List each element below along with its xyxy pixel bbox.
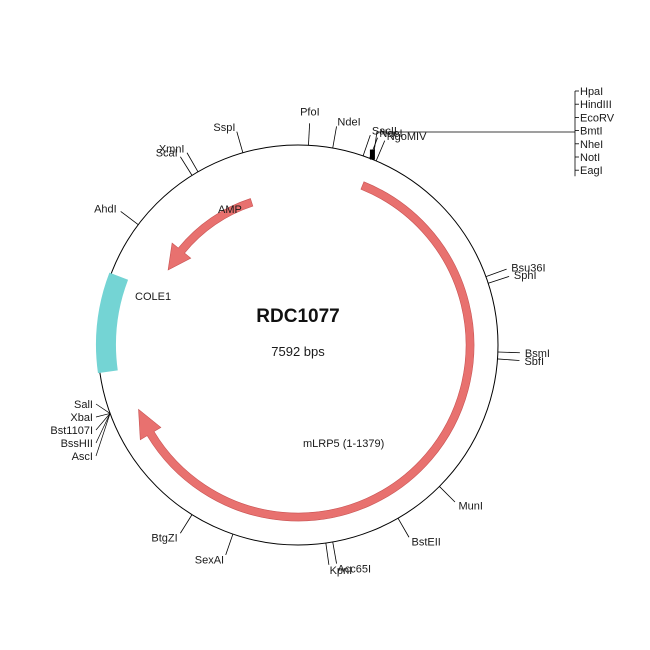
site-label-sexai: SexAI — [195, 555, 224, 567]
feature-label-mlrp5: mLRP5 (1-1379) — [303, 438, 384, 450]
site-label-kpni: KpnI — [330, 565, 353, 577]
cluster-left-line — [95, 403, 111, 414]
cluster-right-label: HindIII — [580, 99, 612, 111]
feature-label-amp: AMP — [218, 204, 242, 216]
site-label-sbfi: SbfI — [524, 356, 544, 368]
cluster-right-marker — [369, 149, 375, 160]
cluster-left-label: SalI — [74, 399, 93, 411]
site-tick-bsteii — [397, 518, 410, 538]
site-tick-saci — [362, 134, 371, 157]
site-label-ndei: NdeI — [337, 116, 360, 128]
feature-mlrp5 — [138, 181, 475, 522]
feature-cole1 — [95, 272, 129, 374]
site-tick-sbfi — [497, 358, 520, 361]
site-tick-kpni — [325, 542, 330, 565]
site-tick-ahdi — [120, 211, 139, 225]
cluster-right-label: EcoRV — [580, 112, 615, 124]
site-label-acc65i: Acc65I — [337, 564, 371, 576]
cluster-left-line — [95, 413, 111, 418]
plasmid-size: 7592 bps — [271, 344, 325, 359]
site-tick-bsu36i — [485, 268, 507, 277]
cluster-left-label: BssHII — [61, 438, 93, 450]
feature-layer — [95, 181, 475, 522]
plasmid-name: RDC1077 — [256, 306, 339, 327]
site-label-saci: SacII — [372, 125, 397, 137]
site-label-bsmi: BsmI — [525, 348, 550, 360]
cluster-left-line — [95, 413, 111, 444]
site-tick-sphi — [488, 276, 510, 284]
cluster-right-label: NotI — [580, 152, 600, 164]
site-label-btgzi: BtgZI — [151, 533, 177, 545]
site-tick-acc65i — [332, 541, 337, 564]
site-label-muni: MunI — [459, 501, 483, 513]
cluster-right-label: NheI — [580, 139, 603, 151]
cluster-left-line — [95, 413, 111, 457]
feature-amp — [167, 198, 254, 271]
cluster-left-line — [95, 413, 111, 431]
cluster-right-label: HpaI — [580, 86, 603, 98]
site-tick-ndei — [332, 126, 337, 149]
site-tick-bsmi — [497, 351, 520, 354]
feature-label-cole1: COLE1 — [135, 291, 171, 303]
cluster-left-label: XbaI — [70, 412, 93, 424]
site-tick-sexai — [225, 533, 234, 556]
site-label-naei: NaeI — [379, 128, 402, 140]
site-label-bsu36i: Bsu36I — [511, 262, 545, 274]
site-label-sphi: SphI — [514, 270, 537, 282]
cluster-left-label: AscI — [72, 451, 93, 463]
site-label-ahdi: AhdI — [94, 203, 117, 215]
site-tick-sspi — [236, 131, 244, 153]
site-label-sspi: SspI — [213, 122, 235, 134]
site-label-pfoi: PfoI — [300, 106, 320, 118]
cluster-left-label: Bst1107I — [50, 425, 93, 437]
site-tick-ngomiv — [375, 140, 386, 162]
site-tick-pfoi — [308, 123, 311, 146]
cluster-right-label: BmtI — [580, 126, 603, 138]
site-tick-xmni — [186, 152, 199, 172]
site-label-bsteii: BstEII — [412, 537, 441, 549]
site-label-scai: ScaI — [156, 147, 178, 159]
site-label-ngomiv: NgoMIV — [387, 131, 427, 143]
cluster-right-label: EagI — [580, 165, 603, 177]
site-label-xmni: XmnI — [159, 143, 185, 155]
site-tick-scai — [180, 156, 193, 176]
site-tick-btgzi — [180, 514, 193, 534]
site-tick-muni — [439, 486, 456, 503]
